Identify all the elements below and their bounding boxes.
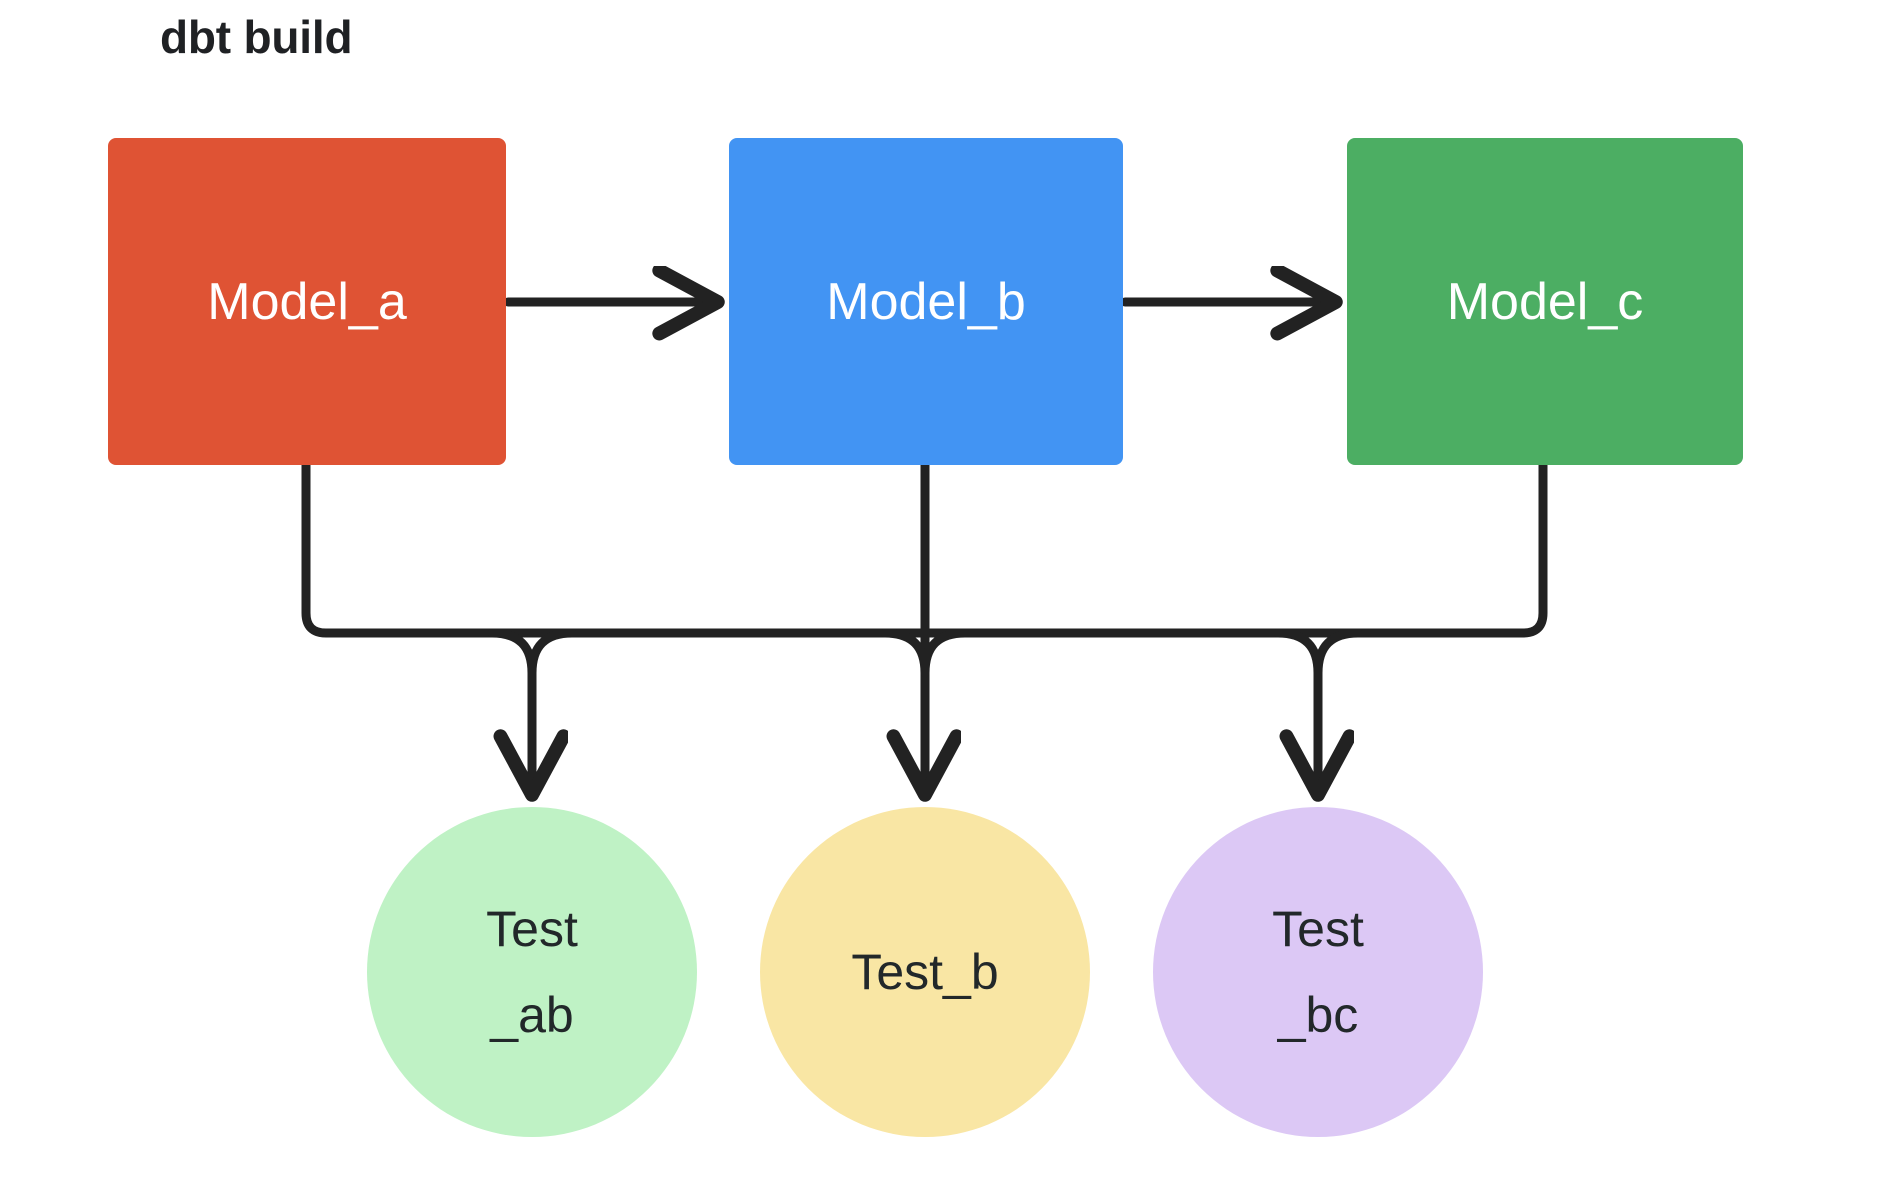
edge-bus-to-test-bc <box>1318 628 1363 793</box>
node-model-c-label: Model_c <box>1446 272 1644 331</box>
page-title: dbt build <box>160 11 353 63</box>
edge-model-c-to-test-bc <box>920 460 1548 638</box>
edge-model-a-to-test-ab <box>301 460 930 638</box>
node-test-ab[interactable]: Test _ab <box>367 807 697 1137</box>
node-test-b-label-line1: Test_b <box>851 944 999 1000</box>
node-model-c[interactable]: Model_c <box>1347 138 1743 465</box>
node-test-b[interactable]: Test_b <box>760 807 1090 1137</box>
node-test-bc[interactable]: Test _bc <box>1153 807 1483 1137</box>
edge-bus-to-test-ab <box>487 628 532 793</box>
node-test-bc-label-line1: Test <box>1272 901 1364 957</box>
node-test-bc-label-line2: _bc <box>1277 987 1359 1043</box>
edge-bus-fillets <box>527 628 1323 678</box>
node-model-a-label: Model_a <box>207 272 407 331</box>
node-model-b[interactable]: Model_b <box>729 138 1123 465</box>
node-model-b-label: Model_b <box>826 272 1026 331</box>
node-model-a[interactable]: Model_a <box>108 138 506 465</box>
node-test-ab-label-line1: Test <box>486 901 578 957</box>
node-test-ab-label-line2: _ab <box>490 987 574 1043</box>
